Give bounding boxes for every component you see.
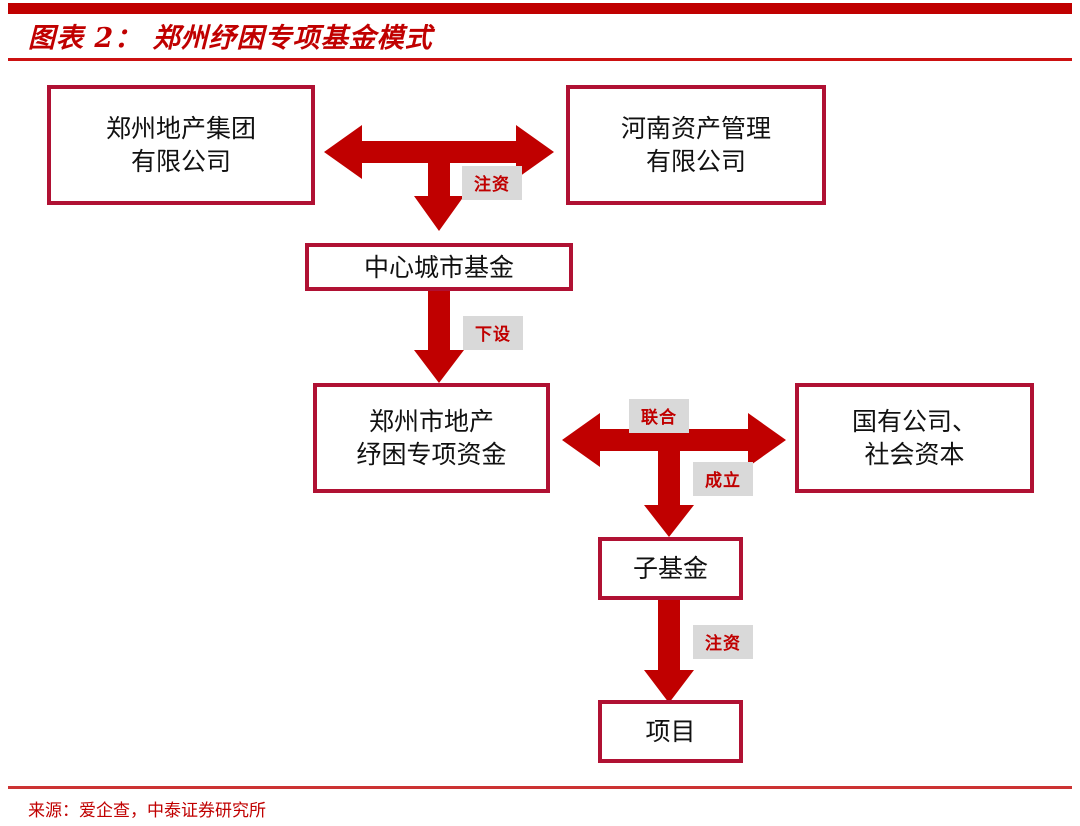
node-central-city-fund[interactable]: 中心城市基金 bbox=[305, 243, 573, 291]
arrow-establish-under bbox=[414, 290, 464, 383]
node-project[interactable]: 项目 bbox=[598, 700, 743, 763]
node-henan-asset-management[interactable]: 河南资产管理 有限公司 bbox=[566, 85, 826, 205]
badge-capital-injection-top: 注资 bbox=[462, 166, 522, 200]
title-divider bbox=[8, 58, 1072, 61]
node-zhengzhou-real-estate[interactable]: 郑州地产集团 有限公司 bbox=[47, 85, 315, 205]
node-sub-fund[interactable]: 子基金 bbox=[598, 537, 743, 600]
page-title: 图表 2： 郑州纾困专项基金模式 bbox=[28, 23, 433, 54]
badge-found: 成立 bbox=[693, 462, 753, 496]
badge-joint: 联合 bbox=[629, 399, 689, 433]
source-note: 来源：爱企查，中泰证券研究所 bbox=[28, 801, 266, 821]
footer-divider bbox=[8, 786, 1072, 789]
arrow-capital-injection-bottom bbox=[644, 600, 694, 703]
header-accent-bar bbox=[8, 3, 1072, 14]
node-relief-special-fund[interactable]: 郑州市地产 纾困专项资金 bbox=[313, 383, 550, 493]
badge-establish-under: 下设 bbox=[463, 316, 523, 350]
node-state-owned-social-capital[interactable]: 国有公司、 社会资本 bbox=[795, 383, 1034, 493]
badge-capital-injection-bottom: 注资 bbox=[693, 625, 753, 659]
